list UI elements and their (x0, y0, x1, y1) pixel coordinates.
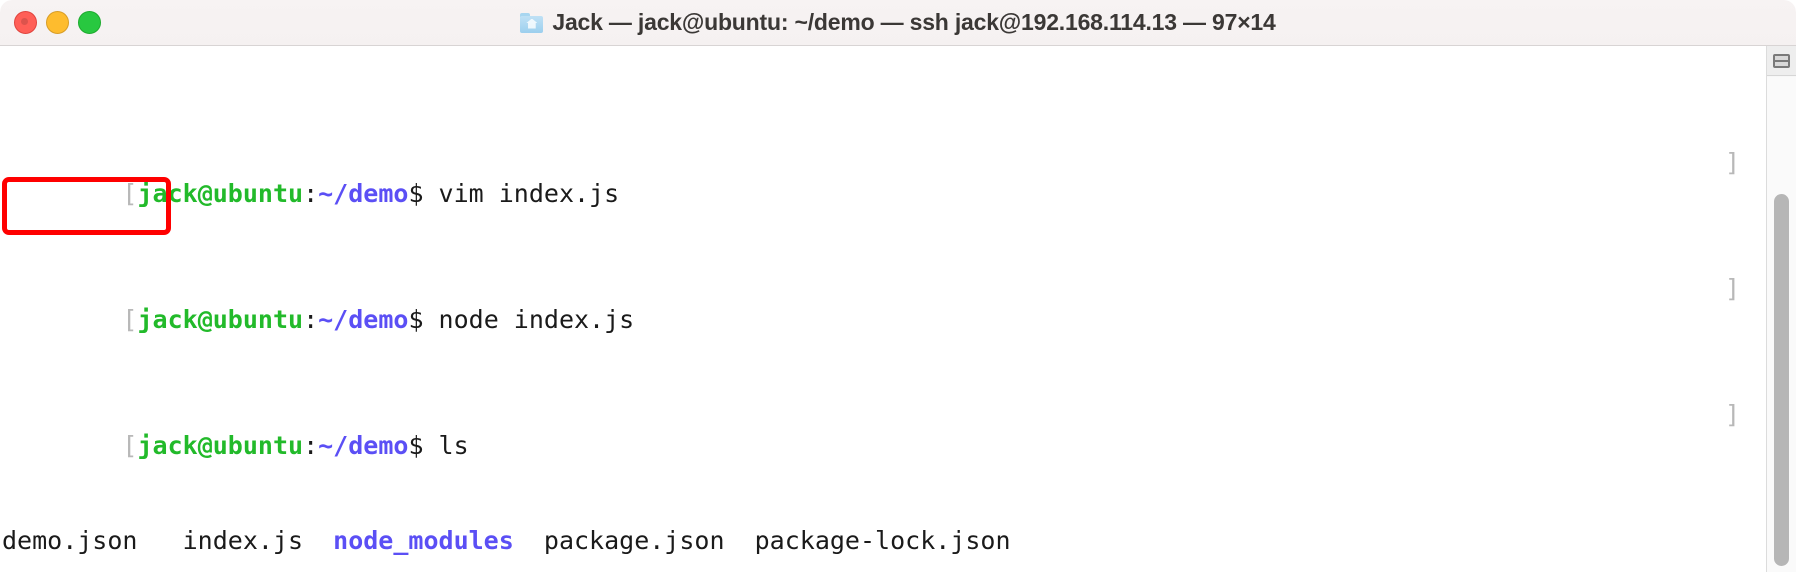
prompt-user-host: jack@ubuntu (137, 431, 304, 460)
terminal-screen[interactable]: [jack@ubuntu:~/demo$ vim index.js ] [jac… (0, 46, 1766, 572)
window-controls (14, 0, 101, 45)
line-end-mark: ] (1724, 273, 1740, 303)
minimize-button[interactable] (46, 11, 69, 34)
right-gutter (1766, 46, 1796, 572)
terminal-line-ls-output: demo.json index.js node_modules package.… (0, 525, 1766, 557)
prompt-path: ~/demo (318, 305, 409, 334)
line-end-mark: ] (1724, 399, 1740, 429)
line-end-mark: ] (1724, 147, 1740, 177)
terminal-line: [jack@ubuntu:~/demo$ ls ] (0, 399, 1766, 461)
window-title: Jack — jack@ubuntu: ~/demo — ssh jack@19… (552, 9, 1276, 35)
command-text: vim index.js (438, 179, 620, 208)
terminal-output: [jack@ubuntu:~/demo$ vim index.js ] [jac… (0, 52, 1766, 572)
file-entry-package-lock-json: package-lock.json (754, 525, 1011, 555)
command-text: ls (438, 431, 469, 460)
file-entry-index-js: index.js (182, 525, 304, 555)
prompt-path: ~/demo (318, 431, 409, 460)
marks-icon-bars (1773, 53, 1790, 68)
maximize-button[interactable] (78, 11, 101, 34)
file-entry-node-modules: node_modules (333, 525, 514, 555)
command-text: node index.js (438, 305, 635, 334)
prompt-dollar: $ (408, 431, 439, 460)
prompt-dollar: $ (408, 179, 439, 208)
prompt-colon: : (303, 431, 319, 460)
title-group: Jack — jack@ubuntu: ~/demo — ssh jack@19… (520, 9, 1276, 36)
prompt-dollar: $ (408, 305, 439, 334)
scrollbar-track[interactable] (1767, 77, 1796, 572)
terminal-line: [jack@ubuntu:~/demo$ node index.js ] (0, 273, 1766, 335)
prompt-open-bracket: [ (122, 179, 138, 208)
prompt-colon: : (303, 179, 319, 208)
file-entry-package-json: package.json (543, 525, 725, 555)
prompt-path: ~/demo (318, 179, 409, 208)
marks-list-icon[interactable] (1767, 46, 1796, 76)
prompt-user-host: jack@ubuntu (137, 305, 304, 334)
prompt-colon: : (303, 305, 319, 334)
prompt-open-bracket: [ (122, 305, 138, 334)
scrollbar-thumb[interactable] (1774, 194, 1789, 566)
file-entry-demo-json: demo.json (2, 525, 138, 555)
prompt-user-host: jack@ubuntu (137, 179, 304, 208)
prompt-open-bracket: [ (122, 431, 138, 460)
folder-icon (520, 12, 544, 33)
close-button[interactable] (14, 11, 37, 34)
title-bar[interactable]: Jack — jack@ubuntu: ~/demo — ssh jack@19… (0, 0, 1796, 46)
terminal-line: [jack@ubuntu:~/demo$ vim index.js ] (0, 147, 1766, 209)
